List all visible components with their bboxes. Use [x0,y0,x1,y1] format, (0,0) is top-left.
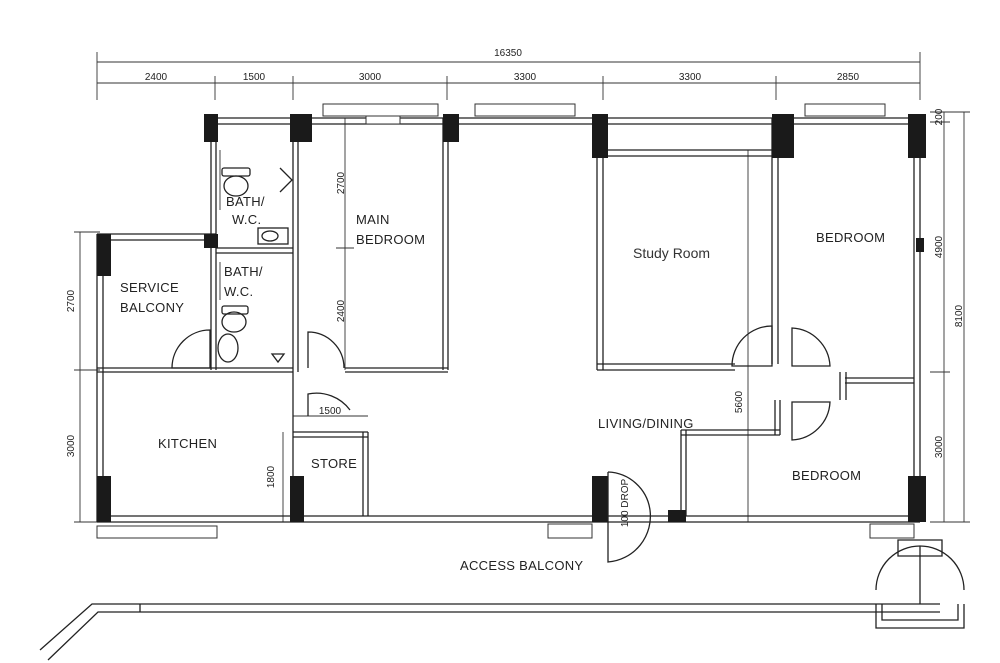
windows [96,103,915,539]
main-bedroom-label-line1: MAIN [356,212,390,227]
dim-top-2: 1500 [243,72,266,83]
walls [96,117,921,523]
dim-right-inner-1: 200 [934,108,945,125]
dim-left-2: 3000 [66,434,77,457]
dim-main-bedroom-upper: 2700 [336,171,347,194]
main-bedroom-label-line2: BEDROOM [356,232,425,247]
dim-main-bedroom-lower: 2400 [336,299,347,322]
service-balcony-label-line2: BALCONY [120,300,184,315]
bedroom-1-label: BEDROOM [816,230,885,245]
dim-top-4: 3300 [514,72,537,83]
dim-living-depth: 5600 [734,390,745,413]
dim-right-inner-2: 4900 [934,235,945,258]
dimension-lines [74,52,970,523]
doors [171,167,847,563]
study-room-label: Study Room [633,245,710,261]
bath-2-label-line1: BATH/ [224,264,263,279]
dim-top-3: 3000 [359,72,382,83]
dim-total-width: 16350 [494,48,522,59]
dim-store-width: 1500 [319,406,342,417]
dim-right-outer: 8100 [954,304,965,327]
room-labels: BATH/ W.C. BATH/ W.C. SERVICE BALCONY MA… [120,194,885,573]
living-dining-label: LIVING/DINING [598,416,694,431]
dim-store-height: 1800 [266,465,277,488]
bath-1-label-line1: BATH/ [226,194,265,209]
dim-top-5: 3300 [679,72,702,83]
wall-columns [97,114,926,522]
service-balcony-label-line1: SERVICE [120,280,179,295]
dim-top-1: 2400 [145,72,168,83]
access-balcony-label: ACCESS BALCONY [460,558,583,573]
bath-2-label-line2: W.C. [224,284,253,299]
bath-fixtures [217,150,289,363]
dim-right-inner-3: 3000 [934,435,945,458]
dim-drop: 100 DROP [620,478,631,527]
dimension-labels: 16350 2400 1500 3000 3300 3300 2850 2700… [66,48,965,527]
dim-top-6: 2850 [837,72,860,83]
kitchen-label: KITCHEN [158,436,217,451]
access-balcony [39,539,965,661]
bath-1-label-line2: W.C. [232,212,261,227]
dim-left-1: 2700 [66,289,77,312]
bedroom-2-label: BEDROOM [792,468,861,483]
store-label: STORE [311,456,357,471]
